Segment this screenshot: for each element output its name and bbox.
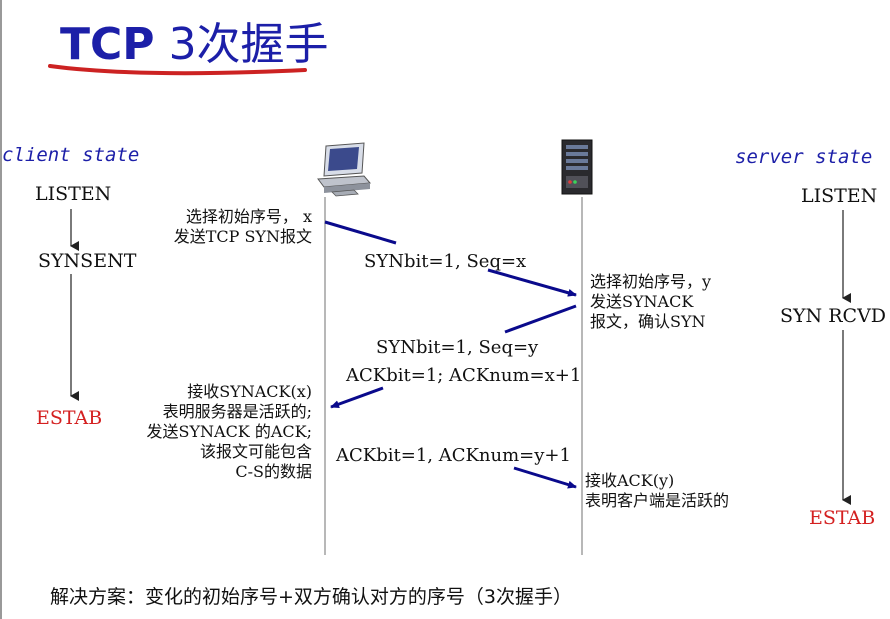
server-state-estab: ESTAB xyxy=(809,507,876,529)
msg2-arrow-seg2 xyxy=(330,386,384,409)
msg1-label: SYNbit=1, Seq=x xyxy=(364,251,527,272)
title-underline xyxy=(48,64,307,76)
msg1-arrow-seg1 xyxy=(324,220,397,245)
msg1-arrow-seg2 xyxy=(487,268,577,297)
footer-solution: 解决方案：变化的初始序号+双方确认对方的序号（3次握手） xyxy=(50,586,573,608)
note-line: 选择初始序号， x xyxy=(185,207,312,226)
msg3-arrow xyxy=(513,466,577,489)
page-title: TCP 3次握手 xyxy=(60,8,329,72)
note-line: 接收ACK(y) xyxy=(585,471,675,490)
client-state-estab: ESTAB xyxy=(36,407,103,429)
note-line: 发送SYNACK xyxy=(590,292,694,311)
note-line: 表明客户端是活跃的 xyxy=(585,491,730,510)
note-line: 发送TCP SYN报文 xyxy=(173,227,312,246)
note-line: 发送SYNACK 的ACK; xyxy=(146,422,312,441)
server-state-listen: LISTEN xyxy=(801,185,878,207)
note-line: 接收SYNACK(x) xyxy=(187,382,312,401)
client-state-listen: LISTEN xyxy=(35,183,112,205)
client-state-synsent: SYNSENT xyxy=(38,250,137,272)
server-recv-note: 接收ACK(y) 表明客户端是活跃的 xyxy=(585,471,729,511)
msg2-arrow-seg1 xyxy=(504,304,577,334)
client-choose-note: 选择初始序号， x 发送TCP SYN报文 xyxy=(174,207,312,247)
msg3-label: ACKbit=1, ACKnum=y+1 xyxy=(336,445,571,466)
note-line: 选择初始序号，y xyxy=(590,272,712,291)
note-line: 报文，确认SYN xyxy=(590,312,706,331)
note-line: 该报文可能包含 xyxy=(199,442,312,461)
title-prefix: TCP xyxy=(60,19,155,70)
client-recv-note: 接收SYNACK(x) 表明服务器是活跃的; 发送SYNACK 的ACK; 该报… xyxy=(146,382,312,482)
server-tower-icon xyxy=(561,139,593,195)
msg2-label-syn: SYNbit=1, Seq=y xyxy=(376,337,539,358)
client-state-header: client state xyxy=(2,144,140,166)
msg2-label-ack: ACKbit=1; ACKnum=x+1 xyxy=(346,365,582,386)
note-line: 表明服务器是活跃的; xyxy=(162,402,312,421)
note-line: C-S的数据 xyxy=(235,462,312,481)
server-state-syn-rcvd: SYN RCVD xyxy=(780,305,887,327)
desktop-computer-icon xyxy=(317,142,372,197)
title-suffix: 3次握手 xyxy=(168,19,329,70)
server-state-header: server state xyxy=(735,146,873,168)
server-choose-note: 选择初始序号，y 发送SYNACK 报文，确认SYN xyxy=(590,272,711,332)
